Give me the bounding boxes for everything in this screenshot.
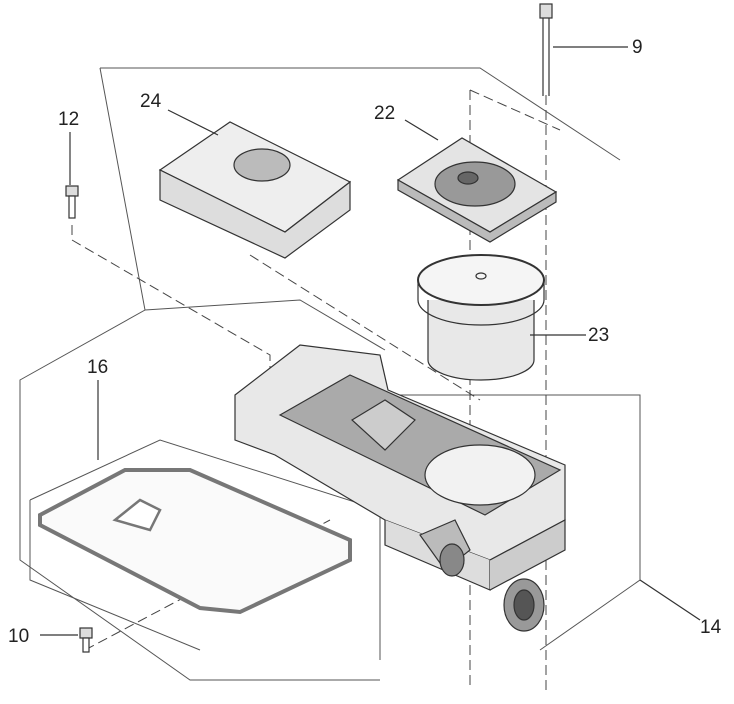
callout-14[interactable]: 14 <box>700 617 722 638</box>
bolt-10[interactable] <box>79 627 93 653</box>
callout-16[interactable]: 16 <box>87 357 109 378</box>
callout-9[interactable]: 9 <box>632 37 643 58</box>
callout-23[interactable]: 23 <box>588 325 610 346</box>
callout-12[interactable]: 12 <box>58 109 80 130</box>
filter-cover-22[interactable] <box>396 137 558 243</box>
callout-24[interactable]: 24 <box>140 91 162 112</box>
callout-10[interactable]: 10 <box>8 626 30 647</box>
callout-22[interactable]: 22 <box>374 103 396 124</box>
group-outline-lines <box>19 67 641 681</box>
bolt-12[interactable] <box>65 185 79 219</box>
bolt-9[interactable] <box>539 3 553 96</box>
filter-cartridge-23[interactable] <box>417 254 545 381</box>
gasket-16[interactable] <box>38 468 352 615</box>
foam-pre-filter-24[interactable] <box>158 121 352 259</box>
air-cleaner-base-14[interactable] <box>234 344 566 632</box>
leader-lines <box>40 46 701 636</box>
